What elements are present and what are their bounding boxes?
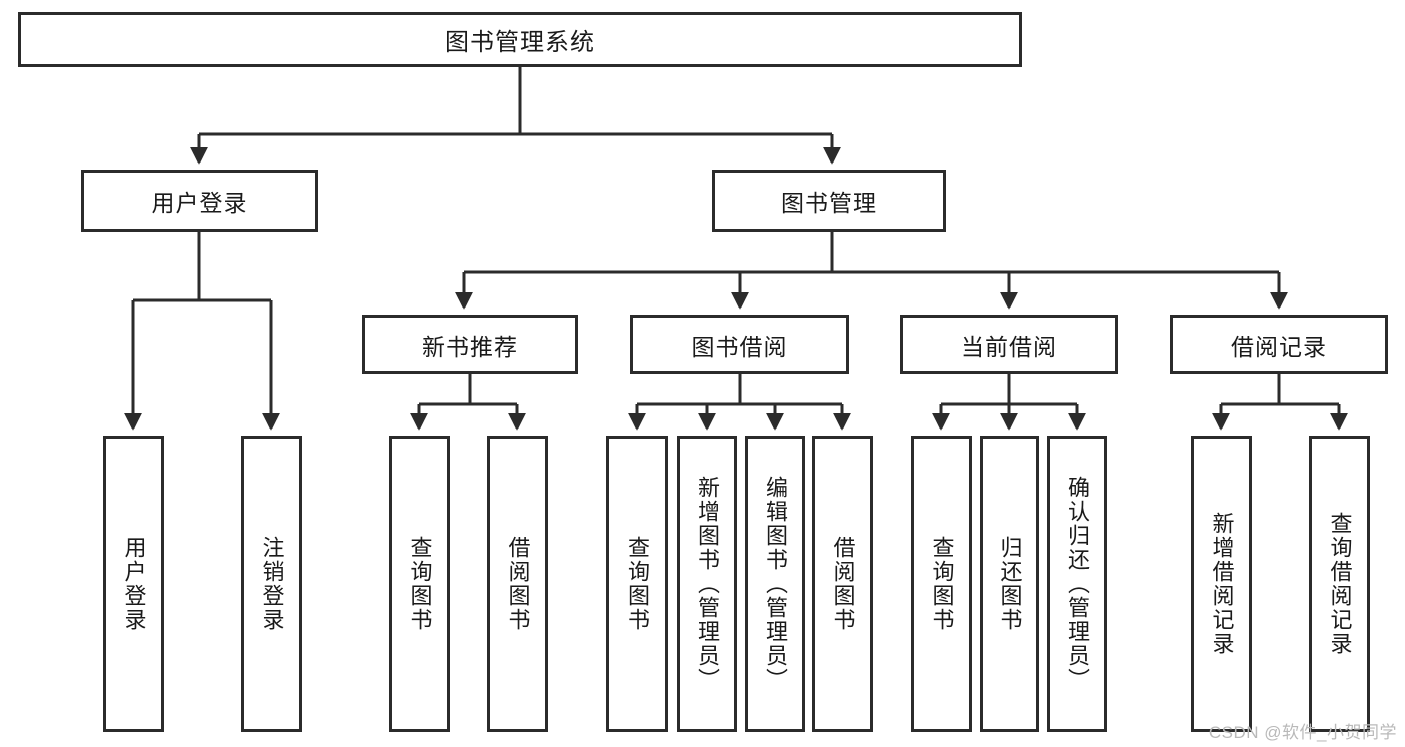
- node-user-login[interactable]: 用户登录: [81, 170, 318, 232]
- node-book-management[interactable]: 图书管理: [712, 170, 946, 232]
- node-leaf-query-borrow-record[interactable]: 查询借阅记录: [1309, 436, 1370, 732]
- node-leaf-borrow-book-recommend[interactable]: 借阅图书: [487, 436, 548, 732]
- node-leaf-edit-book-admin[interactable]: 编辑图书（管理员）: [745, 436, 805, 732]
- node-leaf-query-book-current[interactable]: 查询图书: [911, 436, 972, 732]
- node-current-borrow[interactable]: 当前借阅: [900, 315, 1118, 374]
- node-leaf-query-book-recommend[interactable]: 查询图书: [389, 436, 450, 732]
- node-leaf-add-book-admin[interactable]: 新增图书（管理员）: [677, 436, 737, 732]
- node-book-borrow[interactable]: 图书借阅: [630, 315, 849, 374]
- watermark-text: CSDN @软件_小贺同学: [1208, 723, 1397, 742]
- node-leaf-add-borrow-record[interactable]: 新增借阅记录: [1191, 436, 1252, 732]
- node-new-book-recommend[interactable]: 新书推荐: [362, 315, 578, 374]
- node-root-system[interactable]: 图书管理系统: [18, 12, 1022, 67]
- node-borrow-record[interactable]: 借阅记录: [1170, 315, 1388, 374]
- node-leaf-query-book-borrow[interactable]: 查询图书: [606, 436, 668, 732]
- node-leaf-confirm-return-admin[interactable]: 确认归还（管理员）: [1047, 436, 1107, 732]
- node-leaf-return-book[interactable]: 归还图书: [980, 436, 1039, 732]
- node-leaf-borrow-book[interactable]: 借阅图书: [812, 436, 873, 732]
- node-leaf-user-login[interactable]: 用户登录: [103, 436, 164, 732]
- node-leaf-logout-login[interactable]: 注销登录: [241, 436, 302, 732]
